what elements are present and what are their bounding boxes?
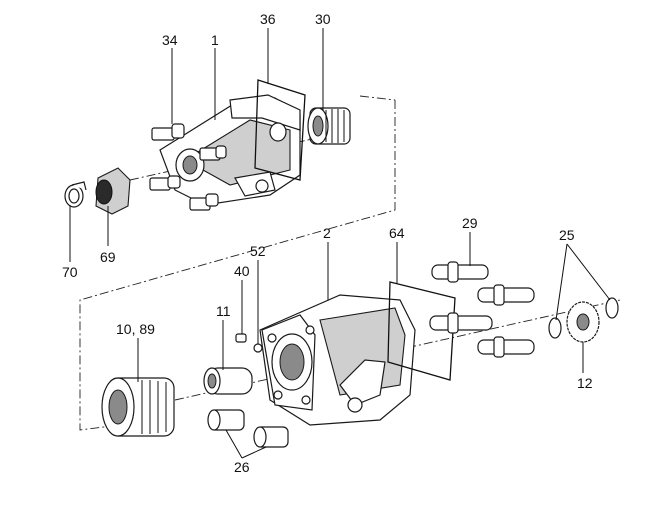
boot-collar (95, 179, 113, 205)
gasket-36 (254, 79, 306, 181)
bolt-shank (171, 123, 185, 139)
callout-34: 34 (162, 32, 178, 48)
shaft (431, 261, 489, 283)
pin-face (207, 409, 221, 431)
boot-69 (95, 167, 131, 215)
callout-69: 69 (100, 249, 116, 265)
lower-housing-2 (259, 294, 416, 426)
housing-bore-inner (279, 343, 305, 381)
bolt-shank (167, 175, 181, 189)
bolt (151, 123, 185, 141)
clamp-tab (71, 181, 87, 191)
bolt-shank (215, 145, 227, 159)
shafts-29 (429, 261, 535, 358)
shaft-body (431, 264, 489, 280)
bolt (189, 193, 219, 211)
callouts: 34 1 36 30 70 69 29 25 2 64 52 40 11 10,… (62, 11, 593, 475)
bolt (199, 145, 227, 161)
shaft-body (429, 315, 493, 331)
bolts-34 (149, 123, 227, 211)
leader-26-right (241, 446, 267, 459)
shaft (477, 284, 535, 306)
callout-11: 11 (216, 303, 231, 319)
washer-25-left (548, 317, 562, 339)
clamp-inner (68, 188, 80, 204)
leader-lines (69, 28, 611, 459)
leader-25-left (555, 243, 568, 321)
bearing-30 (307, 107, 351, 145)
housing-bore-inner (182, 155, 198, 175)
upper-axis-top (359, 95, 396, 101)
flange-hole (273, 390, 283, 400)
flange-hole (267, 333, 277, 343)
shaft (429, 312, 493, 334)
gear-12 (566, 301, 600, 343)
callout-25: 25 (559, 227, 575, 243)
gasket-64 (387, 281, 456, 381)
shaft-gear (493, 284, 505, 306)
bolt (149, 175, 181, 191)
sleeve-11 (203, 367, 253, 395)
coupling-10-89 (101, 377, 175, 437)
coupling-bore (108, 389, 128, 425)
callout-29: 29 (462, 215, 478, 231)
bolt-shank (205, 193, 219, 207)
washer-25-right (605, 297, 619, 319)
bearing-ridges (325, 109, 345, 143)
housing-lug-hole (255, 179, 269, 193)
shaft-body (477, 339, 535, 355)
o-ring-52 (253, 343, 263, 353)
flange-hole (305, 325, 315, 335)
plug-40 (235, 333, 247, 343)
callout-26: 26 (234, 459, 250, 475)
shaft-body (477, 287, 535, 303)
housing-face (183, 119, 291, 186)
callout-70: 70 (62, 264, 78, 280)
upper-housing-1 (159, 94, 301, 206)
callout-64: 64 (389, 225, 405, 241)
bolt-head (151, 127, 175, 141)
shaft-gear (447, 261, 459, 283)
leader-25-right (566, 243, 611, 301)
leader-26-left (225, 429, 243, 459)
sleeve-bore (207, 373, 217, 389)
housing-port (269, 122, 287, 142)
callout-52: 52 (250, 243, 266, 259)
bearing-bore (312, 115, 324, 137)
callout-1: 1 (211, 32, 219, 48)
coupling-splines (141, 380, 167, 434)
gear-bore (576, 313, 590, 331)
housing-lower-boss (347, 397, 363, 413)
callout-40: 40 (234, 263, 250, 279)
shaft-gear (447, 312, 459, 334)
callout-10-89: 10, 89 (116, 321, 155, 337)
pins-26 (207, 409, 289, 448)
shaft-gear (493, 336, 505, 358)
bolt-head (149, 177, 171, 191)
upper-axis-line (79, 100, 396, 431)
callout-2: 2 (323, 225, 331, 241)
pin-face (253, 426, 267, 448)
clamp-70 (64, 181, 87, 208)
flange-hole (301, 395, 311, 405)
callout-36: 36 (260, 11, 276, 27)
housing-flange-top (229, 94, 301, 131)
callout-12: 12 (577, 375, 593, 391)
callout-30: 30 (315, 11, 331, 27)
shaft (477, 336, 535, 358)
